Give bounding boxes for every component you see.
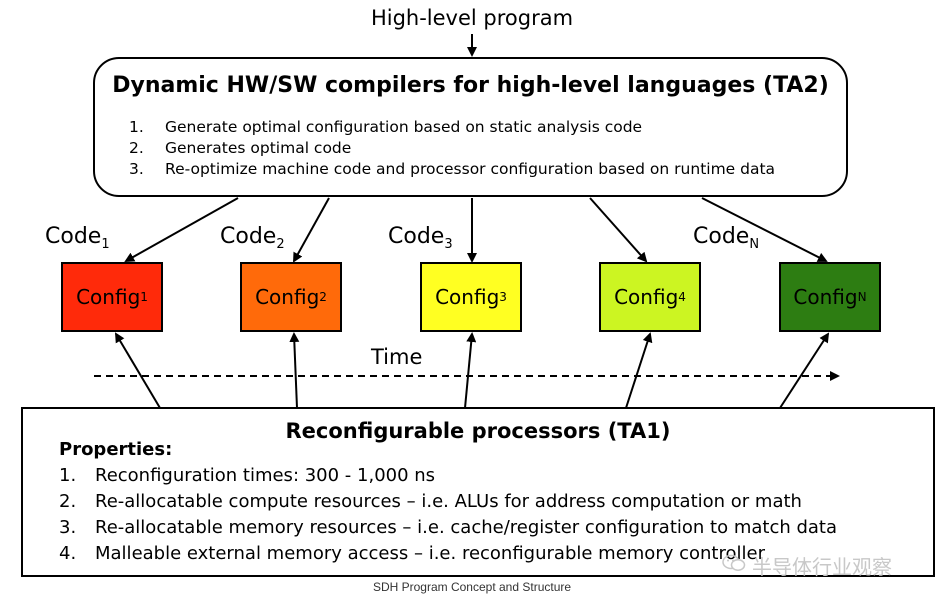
input-label: High-level program: [370, 6, 574, 30]
list-item: 3. Re-allocatable memory resources – i.e.…: [59, 515, 837, 541]
code-base: Code: [693, 224, 750, 249]
list-number: 3.: [129, 160, 144, 178]
list-number: 2.: [129, 139, 144, 157]
processor-title: Reconfigurable processors (TA1): [285, 419, 671, 443]
list-item: 4. Malleable external memory access – i.e…: [59, 541, 837, 567]
config-arrow-3: [464, 332, 477, 409]
code-arrow-n: [701, 197, 828, 262]
list-item: 2. Generates optimal code: [129, 138, 775, 159]
code-arrow-4: [589, 197, 648, 263]
processor-box: Reconfigurable processors (TA1) Properti…: [21, 407, 935, 577]
list-text: Malleable external memory access – i.e. …: [95, 543, 765, 564]
list-number: 1.: [59, 465, 77, 486]
list-number: 1.: [129, 118, 144, 136]
config-base: Config: [255, 285, 320, 309]
code-base: Code: [388, 224, 445, 249]
code-sub: 1: [101, 237, 110, 252]
code-base: Code: [45, 224, 102, 249]
config-base: Config: [76, 285, 141, 309]
properties-list: 1.Reconfiguration times: 300 - 1,000 ns …: [59, 463, 837, 567]
code-label-2: Code2: [220, 224, 285, 252]
code-base: Code: [220, 224, 277, 249]
time-label: Time: [371, 345, 423, 369]
list-number: 2.: [59, 491, 77, 512]
list-item: 1. Generate optimal configuration based o…: [129, 117, 775, 138]
list-text: Generate optimal configuration based on …: [165, 118, 643, 136]
config-base: Config: [435, 285, 500, 309]
list-text: Generates optimal code: [165, 139, 352, 157]
code-label-3: Code3: [388, 224, 453, 252]
list-item: 1. Reconfiguration times: 300 - 1,000 ns: [59, 463, 837, 489]
code-label-n: CodeN: [693, 224, 759, 252]
compiler-box: Dynamic HW/SW compilers for high-level l…: [93, 57, 848, 197]
config-arrow-4: [625, 332, 653, 409]
code-arrow-2: [293, 197, 330, 263]
list-text: Reconfiguration times: 300 - 1,000 ns: [95, 465, 436, 486]
list-number: 3.: [59, 517, 77, 538]
config-sub: 1: [140, 290, 148, 304]
config-arrow-2: [289, 332, 300, 409]
list-text: Re-allocatable memory resources – i.e. c…: [95, 517, 838, 538]
list-text: Re-optimize machine code and processor c…: [165, 160, 776, 178]
code-sub: 2: [276, 237, 285, 252]
list-item: 2. Re-allocatable compute resources – i.e…: [59, 489, 837, 515]
figure-caption: SDH Program Concept and Structure: [372, 580, 572, 594]
code-sub: N: [749, 237, 760, 252]
list-item: 3. Re-optimize machine code and processor…: [129, 159, 775, 180]
watermark-text: 半导体行业观察: [752, 555, 892, 579]
list-text: Re-allocatable compute resources – i.e. …: [95, 491, 802, 512]
code-sub: 3: [444, 237, 453, 252]
config-arrow-1: [114, 332, 161, 409]
compiler-title: Dynamic HW/SW compilers for high-level l…: [112, 73, 829, 98]
config-sub: 4: [678, 290, 686, 304]
wechat-icon: [722, 554, 746, 571]
compiler-list: 1. Generate optimal configuration based o…: [129, 117, 775, 180]
config-base: Config: [614, 285, 679, 309]
config-sub: 2: [319, 290, 327, 304]
config-base: Config: [793, 285, 858, 309]
config-arrow-n: [779, 332, 830, 409]
list-number: 4.: [59, 543, 77, 564]
code-label-1: Code1: [45, 224, 110, 252]
config-sub: N: [857, 290, 867, 304]
code-arrow-1: [124, 197, 239, 262]
properties-label: Properties:: [59, 439, 173, 460]
config-sub: 3: [499, 290, 507, 304]
